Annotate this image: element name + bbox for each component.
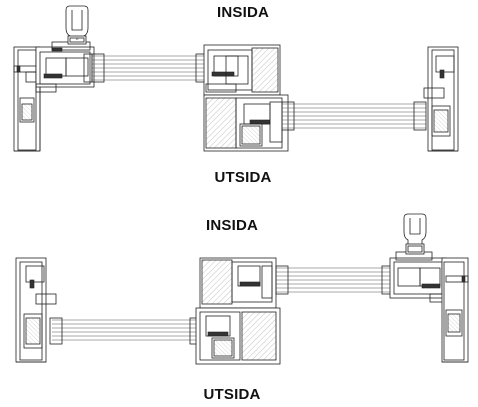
bottom-inside-label: INSIDA [205,217,259,234]
window-handle-icon: st [65,5,89,45]
bottom-outside-label: UTSIDA [203,386,261,403]
top-middle-upper [203,44,281,96]
bottom-section-drawing [15,213,469,365]
bottom-middle-lower [195,307,281,365]
bottom-right-sash [389,251,447,303]
svg-text:st: st [76,37,78,41]
bottom-left-frame [15,257,57,363]
bottom-right-frame [441,257,469,363]
bottom-glass-left [49,317,203,345]
top-right-frame [423,46,459,152]
top-middle-lower [203,94,289,152]
top-glass-left [91,53,209,83]
top-inside-label: INSIDA [216,4,270,21]
bottom-middle-upper [199,257,277,309]
top-section-drawing: st [13,5,459,152]
window-handle-icon [403,213,427,255]
top-left-sash [35,41,95,93]
bottom-glass-right [275,265,395,295]
top-outside-label: UTSIDA [214,169,272,186]
top-glass-right [281,101,427,131]
